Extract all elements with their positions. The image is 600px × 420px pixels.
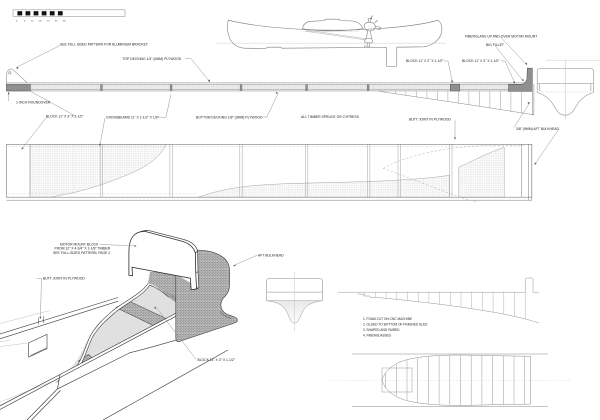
svg-text:MOTOR MOUNT BLOCK: MOTOR MOUNT BLOCK [60,242,99,246]
svg-text:24: 24 [47,21,50,23]
svg-text:4. FIBERGLASSED: 4. FIBERGLASSED [363,334,392,338]
svg-text:30: 30 [55,21,58,23]
svg-text:3/8" (9MM) AFT BULKHEAD: 3/8" (9MM) AFT BULKHEAD [516,127,560,131]
svg-text:12: 12 [31,21,34,23]
svg-text:SEE FULL SIZED PATTERN FOR ALU: SEE FULL SIZED PATTERN FOR ALUMINIUM BRA… [60,42,148,46]
svg-text:0: 0 [16,21,18,23]
svg-text:1-INCH ROUNDOVER: 1-INCH ROUNDOVER [16,100,51,104]
svg-text:BOTTOM DECKING 1/8" (3MM) PLYW: BOTTOM DECKING 1/8" (3MM) PLYWOOD [196,115,263,119]
svg-text:ALL TIMBER SPRUCE OR CYPRESS: ALL TIMBER SPRUCE OR CYPRESS [301,115,360,119]
svg-text:18: 18 [39,21,42,23]
svg-text:BUTT JOINT IN PLYWOOD: BUTT JOINT IN PLYWOOD [43,277,85,281]
svg-text:3. SHAPED AND FAIRED: 3. SHAPED AND FAIRED [363,328,400,332]
svg-text:AFT BULKHEAD: AFT BULKHEAD [258,254,284,258]
svg-text:1. FOAM CUT ON CNC MACHINE: 1. FOAM CUT ON CNC MACHINE [363,317,412,321]
svg-text:FIBERGLASS UP AND OVER MOTOR M: FIBERGLASS UP AND OVER MOTOR MOUNT [465,35,537,39]
svg-text:TOP DECKING 1/4" (6MM) PLYWOOD: TOP DECKING 1/4" (6MM) PLYWOOD [122,57,181,61]
svg-text:2. GLUED TO BOTTOM OF FINISHE: 2. GLUED TO BOTTOM OF FINISHED SLED [363,323,428,327]
svg-text:FROM 12" X 4-3/4" X 1-1/8" TIM: FROM 12" X 4-3/4" X 1-1/8" TIMBER [55,247,111,251]
svg-text:BIG FILLET: BIG FILLET [486,43,504,47]
svg-text:6: 6 [24,21,26,23]
svg-text:SEE FULL-SIZED PATTERN, PAGE 2: SEE FULL-SIZED PATTERN, PAGE 2 [53,251,110,255]
svg-text:BUTT JOINT IN PLYWOOD: BUTT JOINT IN PLYWOOD [409,117,451,121]
svg-text:BLOCK 11" X 2" X 1-1/2": BLOCK 11" X 2" X 1-1/2" [406,59,444,63]
svg-text:36: 36 [63,21,66,23]
svg-text:BLOCK 11" X 3" X 1-1/2": BLOCK 11" X 3" X 1-1/2" [46,114,84,118]
svg-text:BLOCK 11" X 3" X 1-1/2": BLOCK 11" X 3" X 1-1/2" [462,59,500,63]
svg-text:CROSSBEAMS 11" X 1-1/2" X 1/2": CROSSBEAMS 11" X 1-1/2" X 1/2" [106,115,160,119]
svg-text:BLOCK 11" X 3" X 1-1/2": BLOCK 11" X 3" X 1-1/2" [198,358,236,362]
